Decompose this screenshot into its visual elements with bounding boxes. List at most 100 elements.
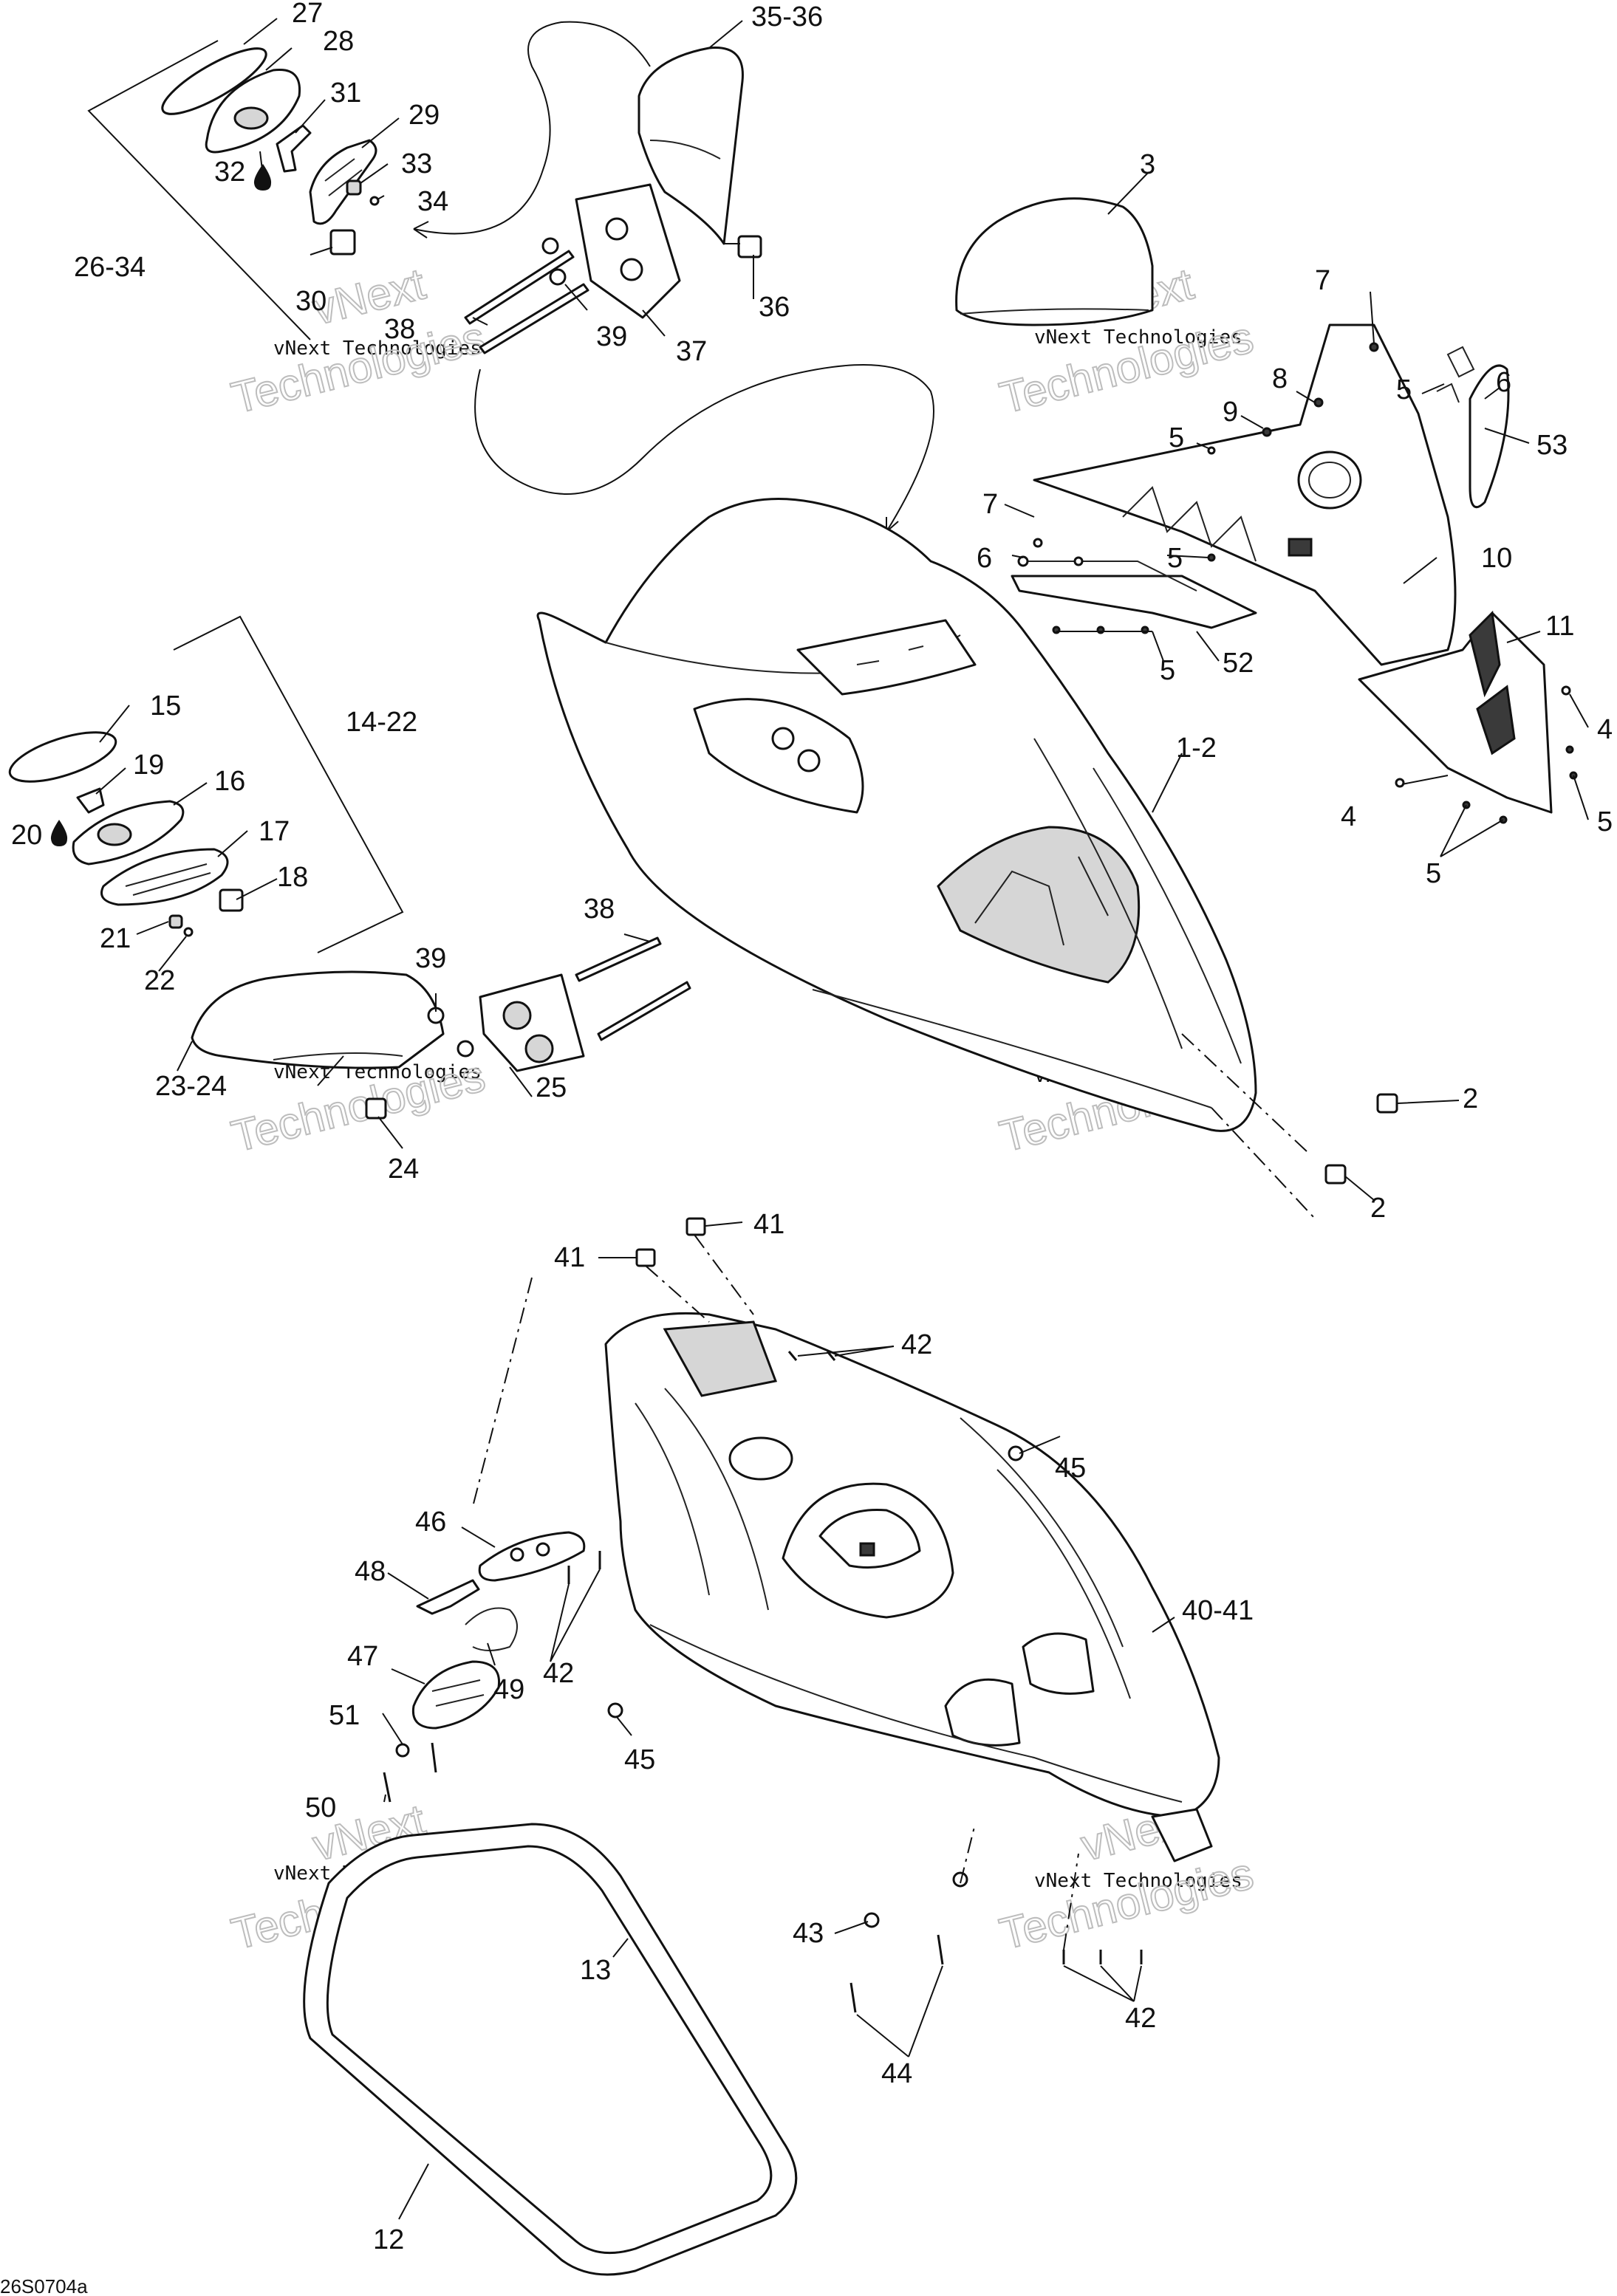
- callout-52: 52: [1223, 648, 1254, 679]
- callout-11: 11: [1545, 611, 1574, 642]
- hull-dash-detail: [856, 645, 924, 665]
- callout-40-41: 40-41: [1182, 1595, 1254, 1626]
- callout-31: 31: [330, 78, 361, 109]
- panel-52-edge: [1027, 561, 1197, 592]
- latch-assembly: [383, 1531, 586, 1803]
- watermark-text: vNext Technologies: [1034, 326, 1242, 349]
- watermark-text-big: Technologies: [995, 1848, 1258, 1959]
- nut-41: [635, 1248, 656, 1267]
- callout-42: 42: [901, 1329, 932, 1360]
- mirror-housing-29: [309, 139, 377, 225]
- callout-labels: 27 28 31 29 32 33 34 26-34 30 38 39 37 3…: [11, 0, 1613, 2255]
- callout-6: 6: [1496, 367, 1511, 398]
- callout-5: 5: [1426, 858, 1441, 889]
- callout-22: 22: [144, 965, 175, 996]
- mirror-assembly-lower: [8, 615, 691, 1120]
- centerline: [1181, 1033, 1316, 1219]
- nut-45: [607, 1702, 623, 1718]
- mirror-pivot-28: [233, 106, 269, 130]
- callout-26-34: 26-34: [74, 252, 146, 283]
- leader: [1107, 171, 1530, 449]
- bin-lock: [859, 1542, 875, 1557]
- housing-ribs: [324, 158, 363, 196]
- callout-39: 39: [596, 321, 627, 352]
- hull-chine-line: [812, 989, 1212, 1108]
- washer-43: [864, 1912, 880, 1928]
- nut-36: [737, 235, 762, 258]
- clip-6: [1436, 346, 1475, 403]
- adjust-screw-31: [276, 124, 312, 173]
- callout-34: 34: [417, 186, 448, 217]
- drop-icon-20: [50, 820, 68, 846]
- callout-25: 25: [536, 1072, 567, 1103]
- nut-2: [1376, 1093, 1398, 1114]
- callout-45: 45: [1055, 1453, 1086, 1484]
- callout-50: 50: [305, 1792, 336, 1823]
- callout-39: 39: [415, 943, 446, 974]
- fastener-5c: [1207, 553, 1216, 562]
- latch-hole: [536, 1542, 550, 1557]
- callout-53: 53: [1536, 430, 1568, 461]
- callout-17: 17: [259, 816, 290, 847]
- callout-51: 51: [329, 1700, 360, 1731]
- bracket-25: [479, 973, 585, 1072]
- bin-lid-handle: [818, 1508, 921, 1569]
- adjust-screw-19: [76, 787, 105, 814]
- hull-dash: [796, 619, 977, 696]
- leader: [243, 18, 400, 256]
- latch-base-47: [411, 1660, 501, 1730]
- callout-27: 27: [292, 0, 323, 29]
- arrowhead: [413, 221, 429, 239]
- watermark-text-big: Technologies: [227, 312, 490, 423]
- callout-29: 29: [408, 100, 440, 131]
- callout-24: 24: [388, 1154, 419, 1185]
- fastener-5: [1207, 446, 1216, 455]
- callout-36: 36: [759, 292, 790, 323]
- callout-14-22: 14-22: [346, 707, 417, 738]
- bracket-37: [575, 183, 681, 319]
- leader: [598, 1221, 1175, 1633]
- callout-2: 2: [1463, 1083, 1478, 1114]
- windshield-3-edge: [960, 308, 1149, 315]
- trim-53: [1469, 364, 1510, 509]
- callout-41: 41: [753, 1209, 784, 1240]
- mirror-glass-27: [161, 47, 267, 115]
- bolt-38: [575, 936, 662, 982]
- bin-ribs: [635, 1388, 1131, 1699]
- fastener-4b: [1561, 685, 1571, 696]
- screw-42: [1062, 1950, 1143, 1964]
- bracket-hole: [620, 258, 643, 281]
- bolt-38: [479, 283, 589, 354]
- drop-icon-32: [253, 164, 272, 191]
- screw-42: [567, 1551, 601, 1584]
- callout-37: 37: [676, 336, 707, 367]
- centerline: [472, 1277, 533, 1507]
- spring-49: [465, 1607, 518, 1651]
- panel-11-stripe: [1469, 610, 1501, 698]
- callout-4: 4: [1597, 714, 1613, 745]
- leader: [177, 753, 1183, 1149]
- callout-7: 7: [982, 489, 998, 520]
- bracket-hole: [502, 1001, 532, 1030]
- fastener-9: [1262, 427, 1272, 437]
- fastener-9b: [1073, 556, 1084, 566]
- washer-39: [549, 268, 567, 286]
- fastener-7b: [1033, 538, 1043, 548]
- callout-10: 10: [1481, 543, 1512, 574]
- callout-35-36: 35-36: [751, 1, 823, 32]
- hull-side-line: [1033, 738, 1183, 1049]
- bin-latch-housing: [663, 1320, 778, 1397]
- watermark-text: vNext Technologies: [273, 337, 482, 360]
- mirror-housing-17: [100, 848, 229, 906]
- washer-6: [1017, 555, 1029, 567]
- callout-5: 5: [1396, 374, 1412, 405]
- mirror-pivot-16: [97, 823, 132, 846]
- mirror-23-24: [191, 970, 445, 1069]
- leader: [95, 705, 278, 972]
- mirror-glass-15: [8, 731, 117, 783]
- callout-43: 43: [793, 1918, 824, 1949]
- callout-42: 42: [1125, 2003, 1156, 2034]
- callout-42: 42: [543, 1658, 574, 1689]
- fastener-8: [1313, 397, 1324, 408]
